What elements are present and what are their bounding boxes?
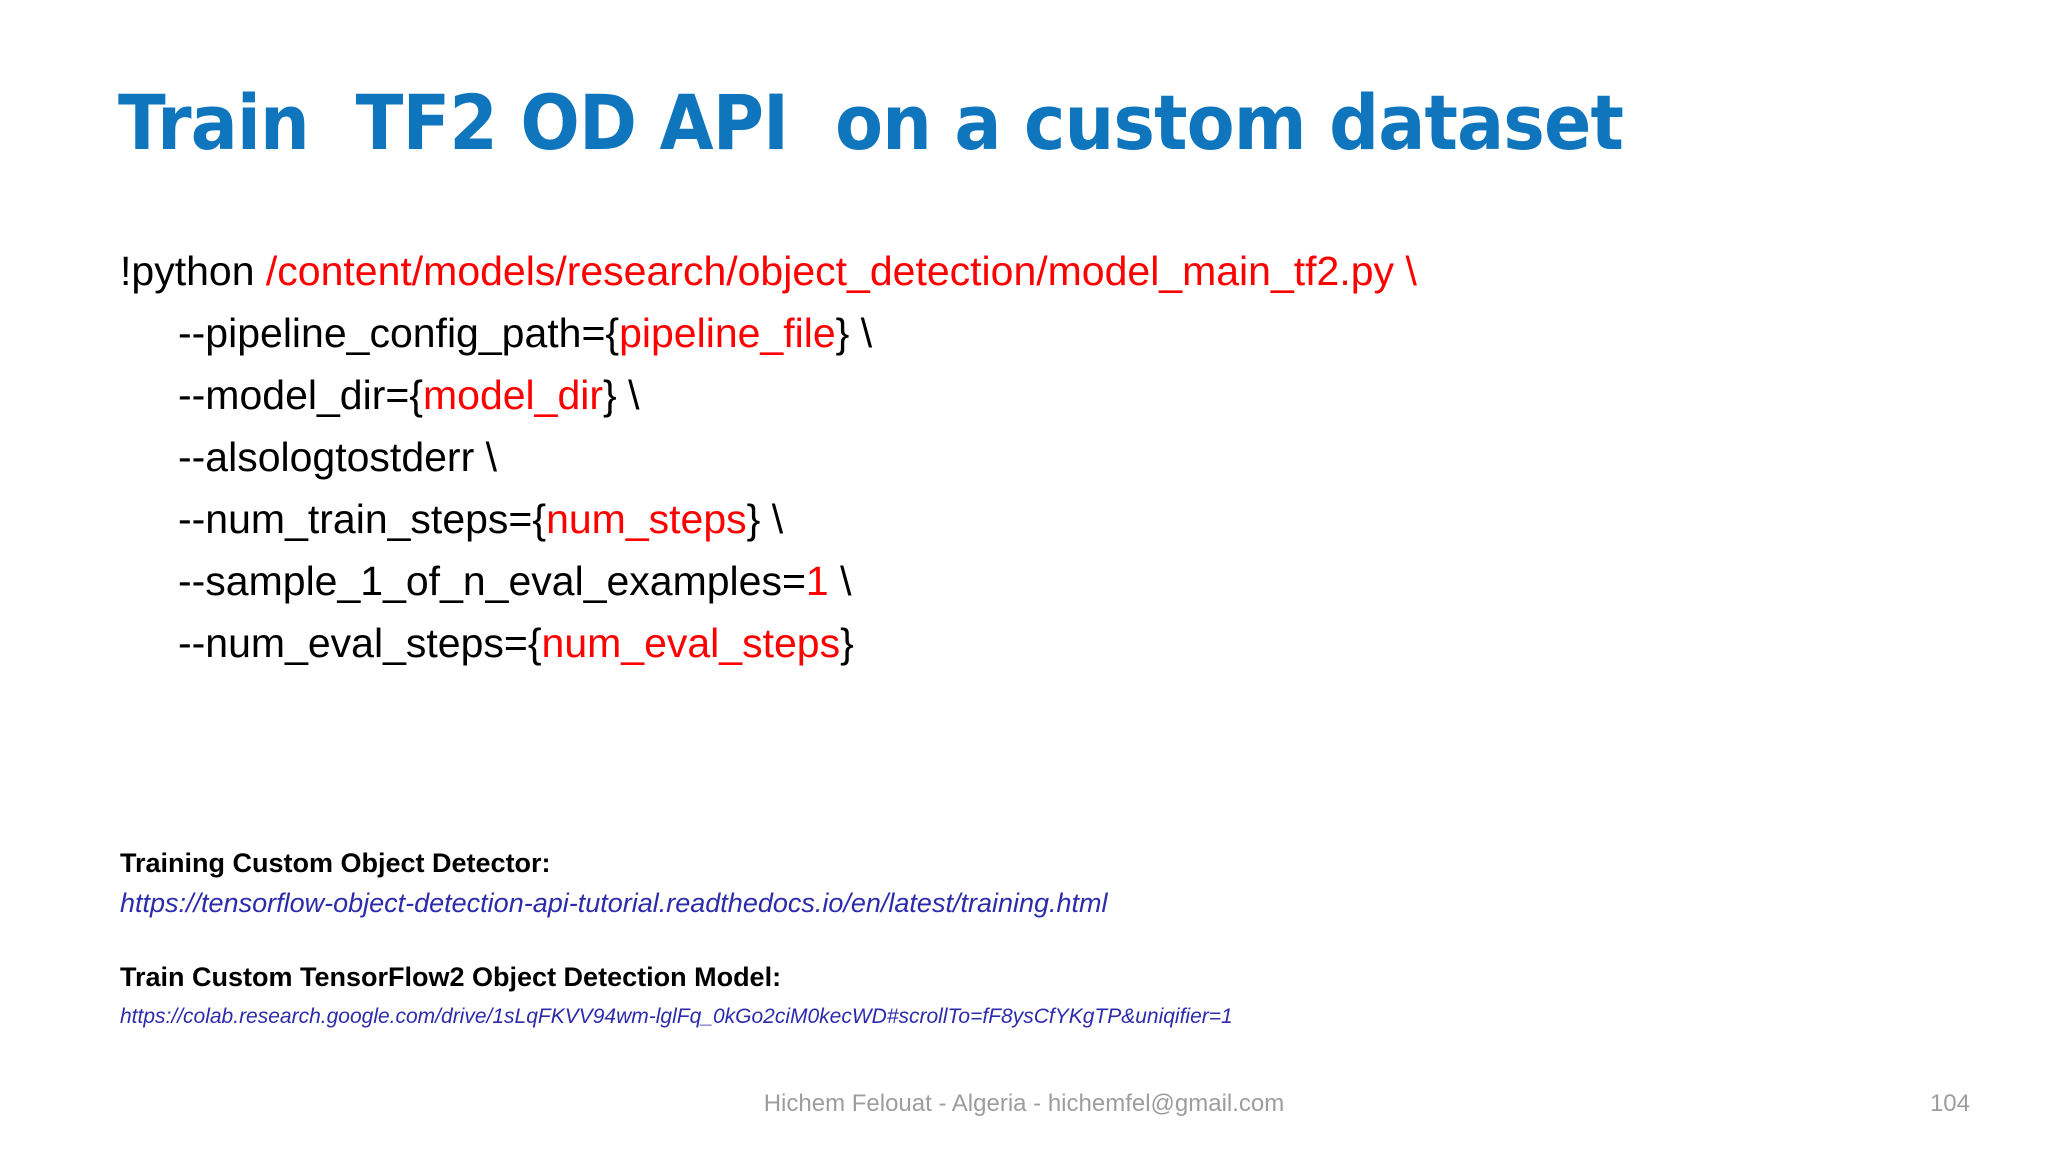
- reference-title: Training Custom Object Detector:: [120, 848, 551, 878]
- code-token: pipeline_file: [619, 310, 836, 356]
- code-line: --model_dir={model_dir} \: [120, 364, 1417, 426]
- code-token: --num_train_steps={: [178, 496, 547, 542]
- reference-group: Train Custom TensorFlow2 Object Detectio…: [120, 957, 1820, 1037]
- code-block: !python /content/models/research/object_…: [120, 240, 1417, 674]
- code-token: num_eval_steps: [541, 620, 841, 666]
- code-token: \: [828, 558, 852, 604]
- code-token: }: [840, 620, 854, 666]
- code-line: --num_eval_steps={num_eval_steps}: [120, 612, 1417, 674]
- page-title: Train TF2 OD API on a custom dataset: [118, 78, 1624, 167]
- code-line: --pipeline_config_path={pipeline_file} \: [120, 302, 1417, 364]
- code-token: !python: [120, 248, 266, 294]
- reference-link[interactable]: https://colab.research.google.com/drive/…: [120, 1005, 1233, 1028]
- code-token: } \: [603, 372, 640, 418]
- code-token: --num_eval_steps={: [178, 620, 542, 666]
- code-line: !python /content/models/research/object_…: [120, 240, 1417, 302]
- code-token: 1: [805, 558, 829, 604]
- code-line: --sample_1_of_n_eval_examples=1 \: [120, 550, 1417, 612]
- code-line: --alsologtostderr \: [120, 426, 1417, 488]
- code-token: --sample_1_of_n_eval_examples=: [178, 558, 806, 604]
- reference-link[interactable]: https://tensorflow-object-detection-api-…: [120, 888, 1108, 918]
- code-token: --pipeline_config_path={: [178, 310, 620, 356]
- code-token: --alsologtostderr \: [178, 434, 498, 480]
- footer-author: Hichem Felouat - Algeria - hichemfel@gma…: [763, 1090, 1285, 1117]
- code-token: } \: [835, 310, 873, 356]
- reference-group: Training Custom Object Detector: https://…: [120, 843, 1820, 923]
- code-token: model_dir: [422, 372, 604, 418]
- code-token: num_steps: [546, 496, 747, 542]
- code-token: /content/models/research/object_detectio…: [265, 248, 1417, 294]
- code-token: --model_dir={: [178, 372, 423, 418]
- code-line: --num_train_steps={num_steps} \: [120, 488, 1417, 550]
- code-token: } \: [746, 496, 784, 542]
- reference-title: Train Custom TensorFlow2 Object Detectio…: [120, 962, 782, 992]
- page-number: 104: [1929, 1090, 1970, 1117]
- references-section: Training Custom Object Detector: https://…: [120, 843, 1820, 1071]
